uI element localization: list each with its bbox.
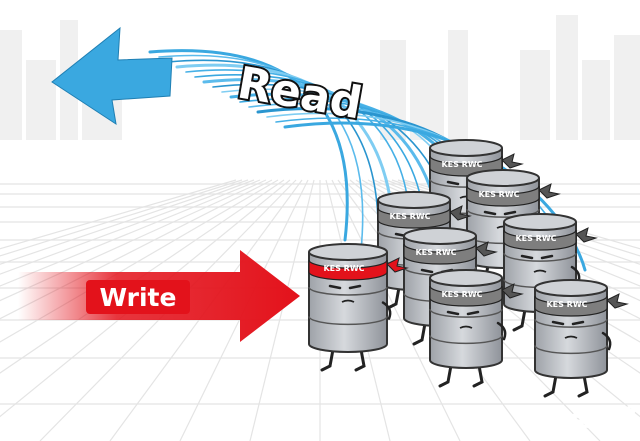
node-tag-label: KES RWC xyxy=(389,212,430,221)
replica-db-node: KES RWC xyxy=(534,279,629,398)
cylinder-segment xyxy=(503,252,577,262)
mouth xyxy=(459,325,473,329)
write-label-box xyxy=(86,280,190,314)
write-label: Write xyxy=(100,283,177,312)
headband-tail xyxy=(449,205,472,221)
headband xyxy=(503,229,577,251)
cylinder-segment xyxy=(429,335,503,345)
node-tag-label: KES RWC xyxy=(441,290,482,299)
cylinder-top xyxy=(403,227,477,245)
headband-tail xyxy=(606,293,629,309)
cylinder-top xyxy=(308,243,388,261)
cylinder-top xyxy=(503,213,577,231)
left-eye xyxy=(328,284,342,290)
primary-db-node: KES RWC xyxy=(308,243,409,372)
node-tag-label: KES RWC xyxy=(515,234,556,243)
headband xyxy=(308,259,388,281)
arm xyxy=(601,331,612,351)
headband xyxy=(534,295,608,317)
node-tag-label: KES RWC xyxy=(546,300,587,309)
replica-db-node: KES RWC xyxy=(503,213,598,332)
cylinder-top xyxy=(429,269,503,287)
arm xyxy=(381,301,392,320)
node-tag-label: KES RWC xyxy=(441,160,482,169)
database-cluster: KES RWC KES RWC KES RWC KES RWC KES RWC KES R… xyxy=(308,139,629,398)
mouth xyxy=(533,269,547,273)
node-tag-label: KES RWC xyxy=(415,248,456,257)
right-eye xyxy=(571,320,585,326)
cylinder-top xyxy=(377,191,451,209)
right-eye xyxy=(348,284,362,290)
cylinder-top xyxy=(466,169,540,187)
left-eye xyxy=(551,320,565,326)
left-eye xyxy=(446,180,460,186)
cylinder-segment xyxy=(534,318,608,328)
headband-tail xyxy=(475,241,498,257)
cylinder-top xyxy=(429,139,503,157)
cylinder-segment xyxy=(308,316,388,326)
headband-tail xyxy=(501,153,524,169)
right-eye xyxy=(466,310,480,316)
headband xyxy=(429,285,503,307)
cylinder-segment xyxy=(466,208,540,218)
mouth xyxy=(564,335,578,339)
left-eye xyxy=(420,268,434,274)
left-eye xyxy=(446,310,460,316)
headband xyxy=(377,207,451,229)
left-eye xyxy=(520,254,534,260)
headband-tail xyxy=(538,183,561,199)
left-eye xyxy=(483,210,497,216)
replica-db-node: KES RWC xyxy=(429,269,524,388)
cylinder-segment xyxy=(534,345,608,355)
headband-tail xyxy=(575,227,598,243)
read-arrow-head xyxy=(51,26,173,126)
arm xyxy=(496,321,507,341)
right-eye xyxy=(540,254,554,260)
node-tag-label: KES RWC xyxy=(478,190,519,199)
headband-tail xyxy=(386,257,409,273)
watermark-text: 全攻略 xyxy=(570,406,638,432)
node-tag-label: KES RWC xyxy=(323,264,364,273)
headband-tail xyxy=(501,283,524,299)
read-label: Read xyxy=(234,58,366,130)
right-eye xyxy=(503,210,517,216)
cylinder-top xyxy=(534,279,608,297)
cylinder-segment xyxy=(308,286,388,296)
cylinder-segment xyxy=(429,308,503,318)
mouth xyxy=(341,299,355,303)
headband xyxy=(466,185,540,207)
headband xyxy=(403,243,477,265)
